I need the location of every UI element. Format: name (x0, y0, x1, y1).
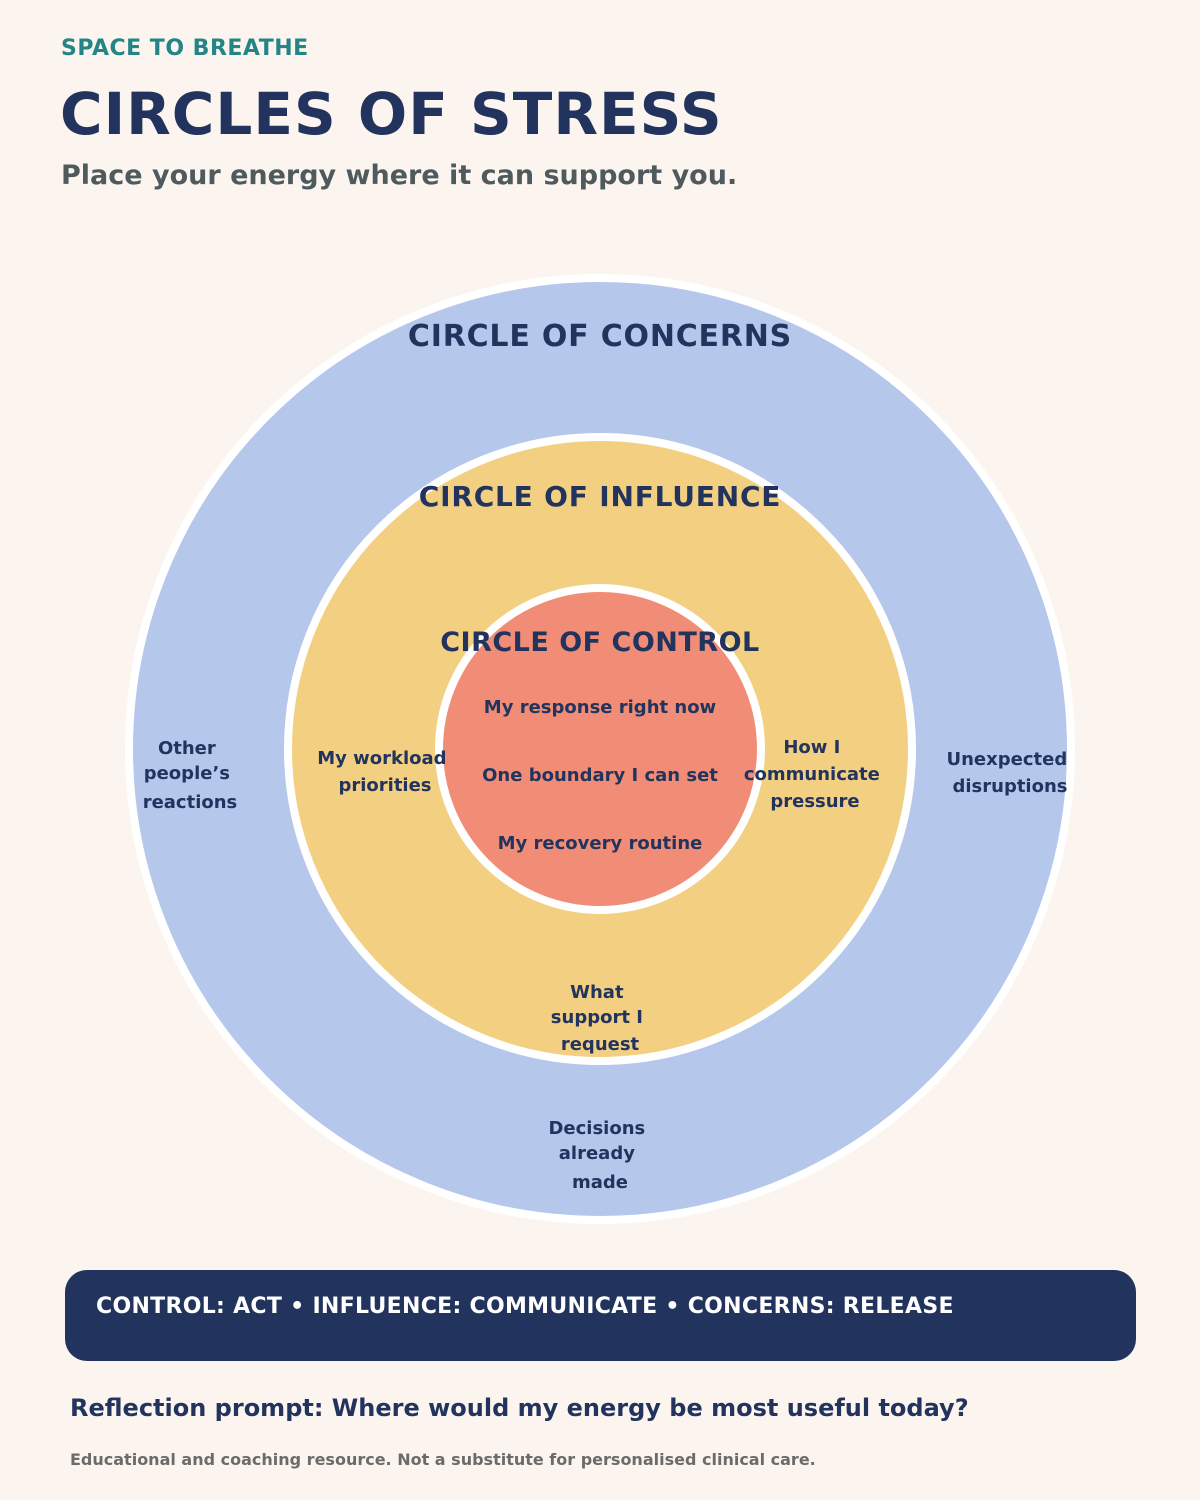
summary-banner: CONTROL: ACT • INFLUENCE: COMMUNICATE • … (65, 1270, 1136, 1361)
concerns-item: Unexpected disruptions (947, 749, 1074, 797)
page-title: CIRCLES OF STRESS (60, 80, 723, 148)
circles-diagram: CIRCLE OF CONCERNS CIRCLE OF INFLUENCE C… (125, 274, 1075, 1224)
concerns-item: Decisions already made (548, 1118, 651, 1193)
eyebrow-label: SPACE TO BREATHE (61, 36, 309, 61)
influence-item: What support I request (551, 982, 649, 1055)
influence-item: My workload priorities (317, 748, 453, 796)
influence-item: How I communicate pressure (744, 737, 886, 812)
summary-banner-text: CONTROL: ACT • INFLUENCE: COMMUNICATE • … (96, 1294, 954, 1319)
concerns-item: Other people’s reactions (143, 738, 238, 813)
control-item: My response right now (484, 697, 716, 718)
disclaimer-text: Educational and coaching resource. Not a… (70, 1450, 816, 1469)
reflection-prompt: Reflection prompt: Where would my energy… (70, 1394, 969, 1422)
control-item: One boundary I can set (482, 765, 718, 786)
circle-of-control (435, 584, 765, 914)
control-item: My recovery routine (498, 833, 703, 854)
page-subtitle: Place your energy where it can support y… (61, 160, 738, 191)
influence-title: CIRCLE OF INFLUENCE (419, 480, 781, 513)
concerns-title: CIRCLE OF CONCERNS (408, 319, 792, 354)
control-title: CIRCLE OF CONTROL (440, 627, 760, 658)
